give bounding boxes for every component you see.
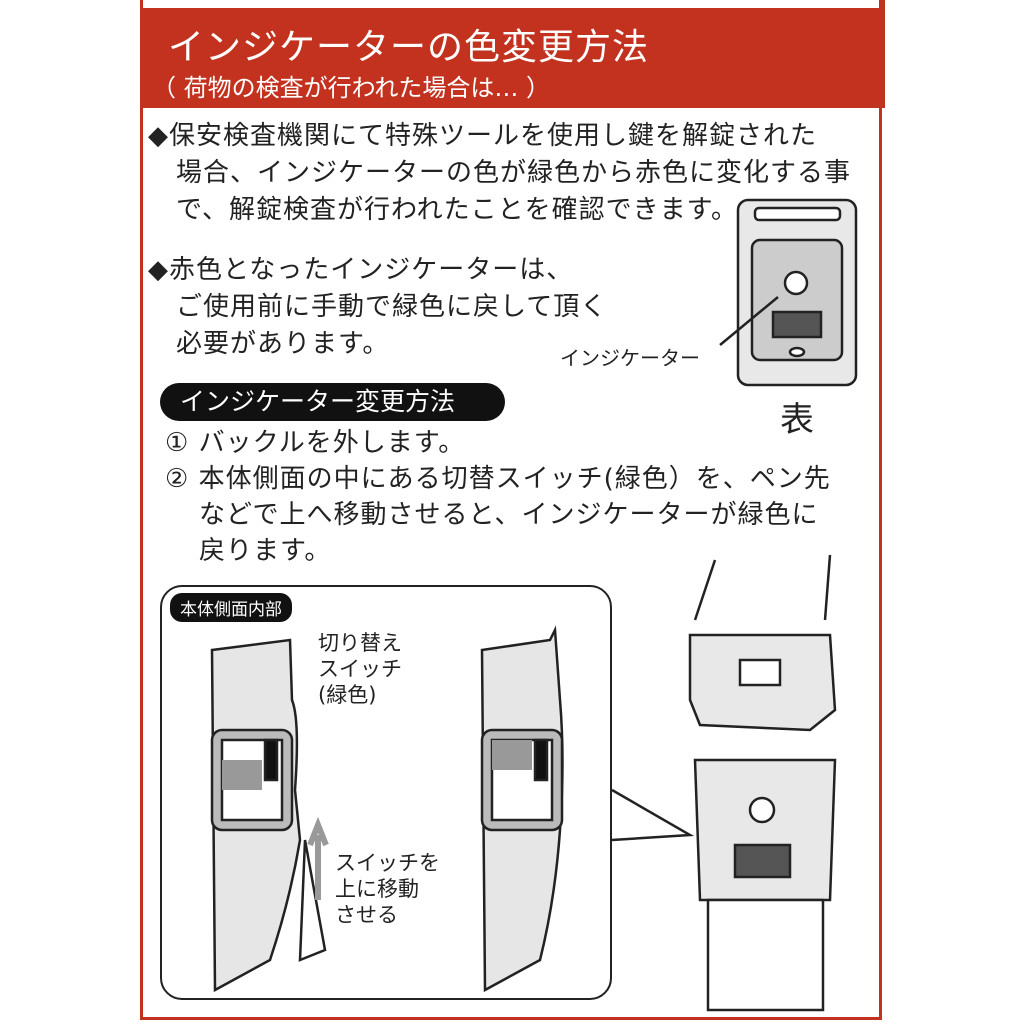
arrow-label: スイッチを 上に移動 させる [335,850,440,928]
switch-label-line: 切り替え [318,631,402,655]
diagram-box [160,585,612,1000]
switch-label-line: スイッチ [318,657,402,681]
arrow-label-line: 上に移動 [335,877,419,901]
bullet-line: 必要があります。 [176,329,390,359]
method-heading: インジケーター変更方法 [160,383,505,421]
step-line: などで上へ移動させると、インジケーターが緑色に [199,500,819,530]
indicator-label: インジケーター [560,346,700,370]
buckle-separated-illustration [688,554,837,1012]
front-label: 表 [780,400,814,440]
step-number: ① [165,428,190,458]
step-line: 戻ります。 [199,536,332,566]
side-view-left [210,638,329,993]
bullet-line: 保安検査機関にて特殊ツールを使用し鍵を解錠された [169,121,818,151]
switch-label: 切り替え スイッチ (緑色) [318,630,402,708]
bullet-line: 場合、インジケーターの色が緑色から赤色に変化する事 [176,158,852,188]
page-frame [140,0,882,1020]
bullet-2: ◆赤色となったインジケーターは、 ご使用前に手動で緑色に戻して頂く 必要がありま… [148,252,607,363]
page-title: インジケーターの色変更方法 [168,27,650,68]
page-subtitle: （ 荷物の検査が行われた場合は… ） [152,74,551,102]
step-number: ② [165,464,190,494]
bullet-line: ご使用前に手動で緑色に戻して頂く [176,292,608,322]
step-line: バックルを外します。 [198,428,466,458]
side-view-right [480,625,695,993]
switch-label-line: (緑色) [318,683,377,707]
buckle-front-illustration [719,198,858,387]
header-banner: インジケーターの色変更方法 （ 荷物の検査が行われた場合は… ） [140,8,885,108]
arrow-label-line: させる [335,903,398,927]
diagram-label: 本体側面内部 [170,593,292,622]
steps: ① バックルを外します。 ② 本体側面の中にある切替スイッチ(緑色）を、ペン先 … [165,425,831,569]
bullet-line: で、解錠検査が行われたことを確認できます。 [176,195,739,225]
diamond-icon: ◆ [148,121,169,151]
diamond-icon: ◆ [148,255,169,285]
bullet-1: ◆保安検査機関にて特殊ツールを使用し鍵を解錠された 場合、インジケーターの色が緑… [148,118,851,229]
step-line: 本体側面の中にある切替スイッチ(緑色）を、ペン先 [198,464,831,494]
bullet-line: 赤色となったインジケーターは、 [169,255,574,285]
arrow-label-line: スイッチを [335,851,440,875]
